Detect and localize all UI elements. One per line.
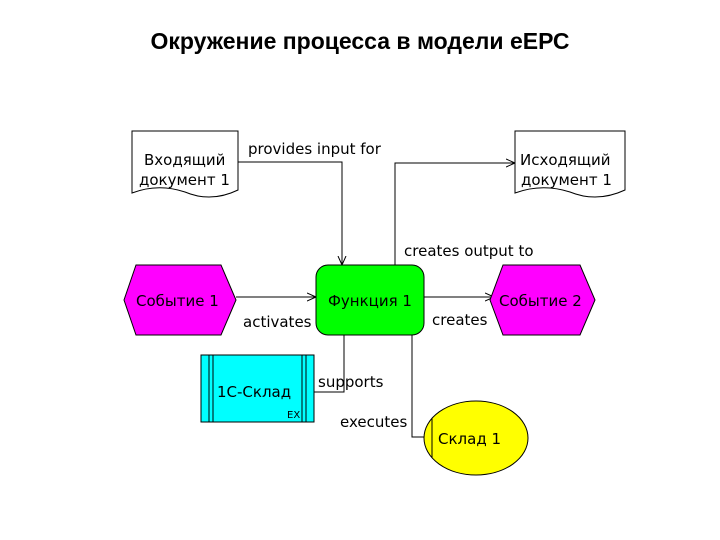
edge-creates-output[interactable] (394, 163, 515, 265)
event-2[interactable]: Событие 2 (489, 264, 596, 336)
function-1-label: Функция 1 (328, 292, 412, 310)
input-document[interactable]: Входящий документ 1 (131, 130, 239, 198)
event-1-shape (123, 264, 237, 336)
input-document-shape (131, 130, 239, 198)
page-title: Окружение процесса в модели еЕРС (150, 28, 570, 54)
application-system-shape (200, 354, 315, 423)
application-system[interactable]: 1С-Склад EX (200, 354, 315, 423)
edge-label-supports: supports (318, 373, 384, 391)
input-document-line1: Входящий (144, 151, 225, 169)
organizational-unit[interactable]: Склад 1 (423, 400, 529, 476)
function-1[interactable]: Функция 1 (315, 264, 425, 336)
output-document-shape (514, 130, 626, 198)
edge-label-creates-output: creates output to (404, 242, 534, 260)
input-document-line2: документ 1 (139, 171, 230, 189)
output-document-line2: документ 1 (521, 171, 612, 189)
event-2-label: Событие 2 (499, 292, 582, 310)
output-document-line1: Исходящий (520, 151, 611, 169)
event-1[interactable]: Событие 1 (123, 264, 237, 336)
application-system-label: 1С-Склад (217, 383, 291, 401)
organizational-unit-shape (423, 400, 529, 476)
edge-label-executes: executes (340, 413, 407, 431)
event-2-shape (489, 264, 596, 336)
edge-executes[interactable] (411, 335, 430, 438)
output-document[interactable]: Исходящий документ 1 (514, 130, 626, 198)
edge-supports[interactable] (314, 335, 345, 393)
edge-label-creates: creates (432, 311, 488, 329)
edge-label-provides-input: provides input for (248, 140, 382, 158)
organizational-unit-label: Склад 1 (438, 430, 501, 448)
function-1-shape (315, 264, 425, 336)
application-system-badge: EX (287, 410, 300, 421)
edge-provides-input[interactable] (238, 161, 342, 265)
event-1-label: Событие 1 (136, 292, 219, 310)
edge-label-activates: activates (243, 313, 312, 331)
